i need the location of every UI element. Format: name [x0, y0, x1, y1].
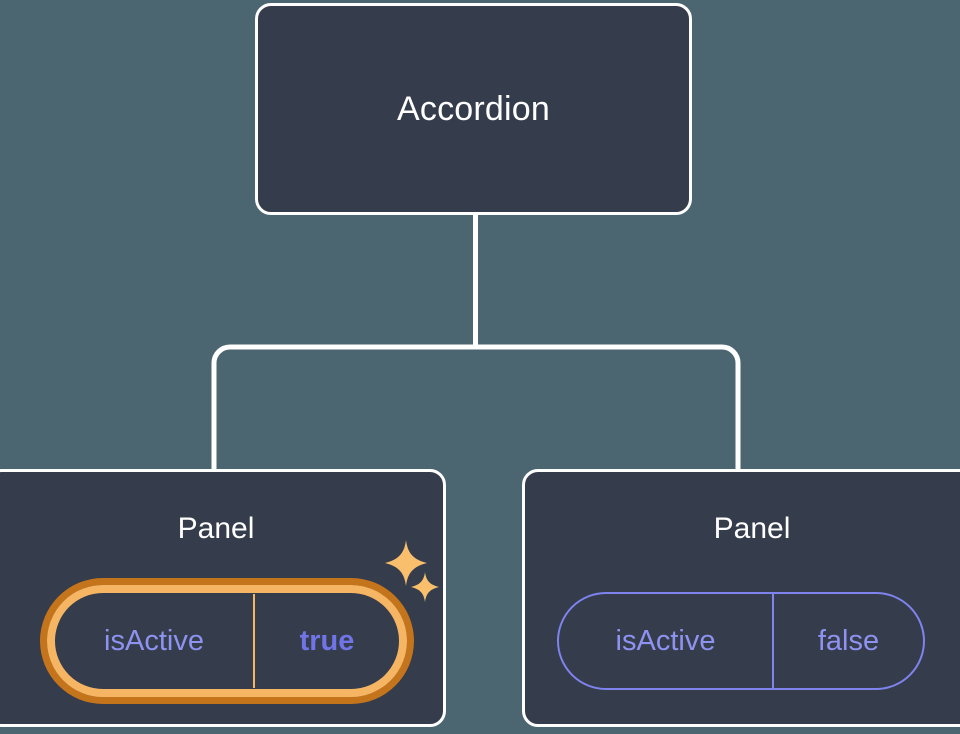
prop-pill-is-active-false[interactable]: isActive false	[557, 592, 925, 690]
node-panel-left-title: Panel	[177, 512, 255, 545]
prop-key-label: isActive	[615, 624, 716, 657]
node-panel-right-title: Panel	[713, 512, 791, 545]
node-accordion-title: Accordion	[397, 90, 550, 128]
node-accordion[interactable]: Accordion	[255, 3, 692, 215]
connector-branch-left	[211, 344, 476, 470]
prop-value-label: true	[299, 624, 355, 657]
prop-value-label: false	[817, 624, 880, 657]
connector-branch-right	[475, 344, 741, 470]
prop-key-label: isActive	[104, 624, 204, 657]
prop-pill-is-active-true[interactable]: isActive true	[47, 585, 407, 697]
prop-divider	[253, 594, 255, 688]
prop-divider	[772, 594, 774, 688]
